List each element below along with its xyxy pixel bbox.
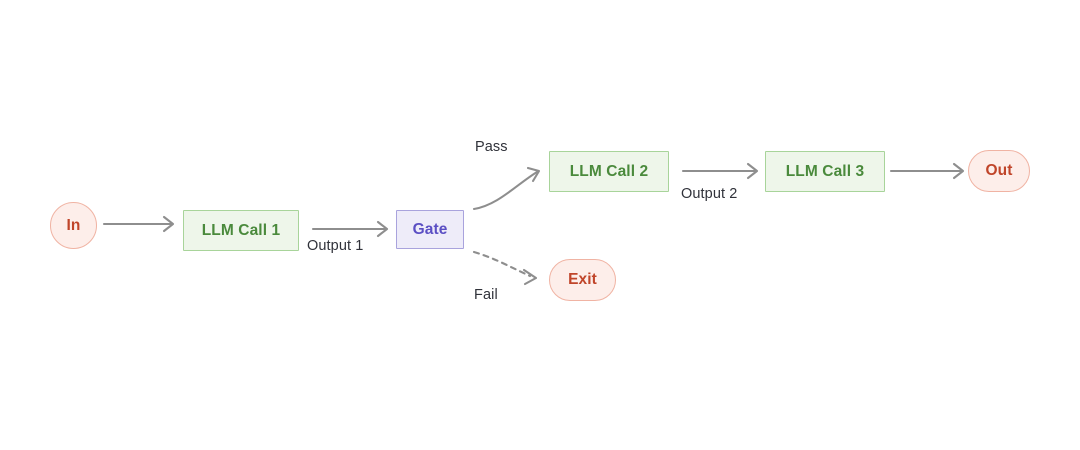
node-in[interactable]: In [50, 202, 97, 249]
node-gate-label: Gate [412, 220, 448, 238]
edge-gate-to-call2 [472, 166, 541, 211]
edge-call3-to-out [889, 162, 965, 180]
edge-label-pass: Pass [475, 139, 508, 155]
edge-gate-to-exit [472, 250, 538, 286]
node-llm-call-1[interactable]: LLM Call 1 [183, 210, 299, 251]
node-out-label: Out [985, 162, 1013, 179]
node-llm-call-1-label: LLM Call 1 [201, 221, 281, 239]
edge-in-to-call1 [102, 215, 175, 233]
node-in-label: In [66, 216, 81, 234]
edge-label-output-1: Output 1 [307, 238, 364, 254]
node-llm-call-3[interactable]: LLM Call 3 [765, 151, 885, 192]
edge-call2-to-call3 [681, 162, 759, 180]
node-exit-label: Exit [568, 271, 597, 288]
node-llm-call-3-label: LLM Call 3 [785, 162, 865, 180]
node-gate[interactable]: Gate [396, 210, 464, 249]
node-llm-call-2[interactable]: LLM Call 2 [549, 151, 669, 192]
node-exit[interactable]: Exit [549, 259, 616, 301]
edge-label-output-2: Output 2 [681, 186, 738, 202]
edge-label-fail: Fail [474, 287, 498, 303]
node-out[interactable]: Out [968, 150, 1030, 192]
edge-call1-to-gate [311, 220, 389, 238]
node-llm-call-2-label: LLM Call 2 [569, 162, 649, 180]
